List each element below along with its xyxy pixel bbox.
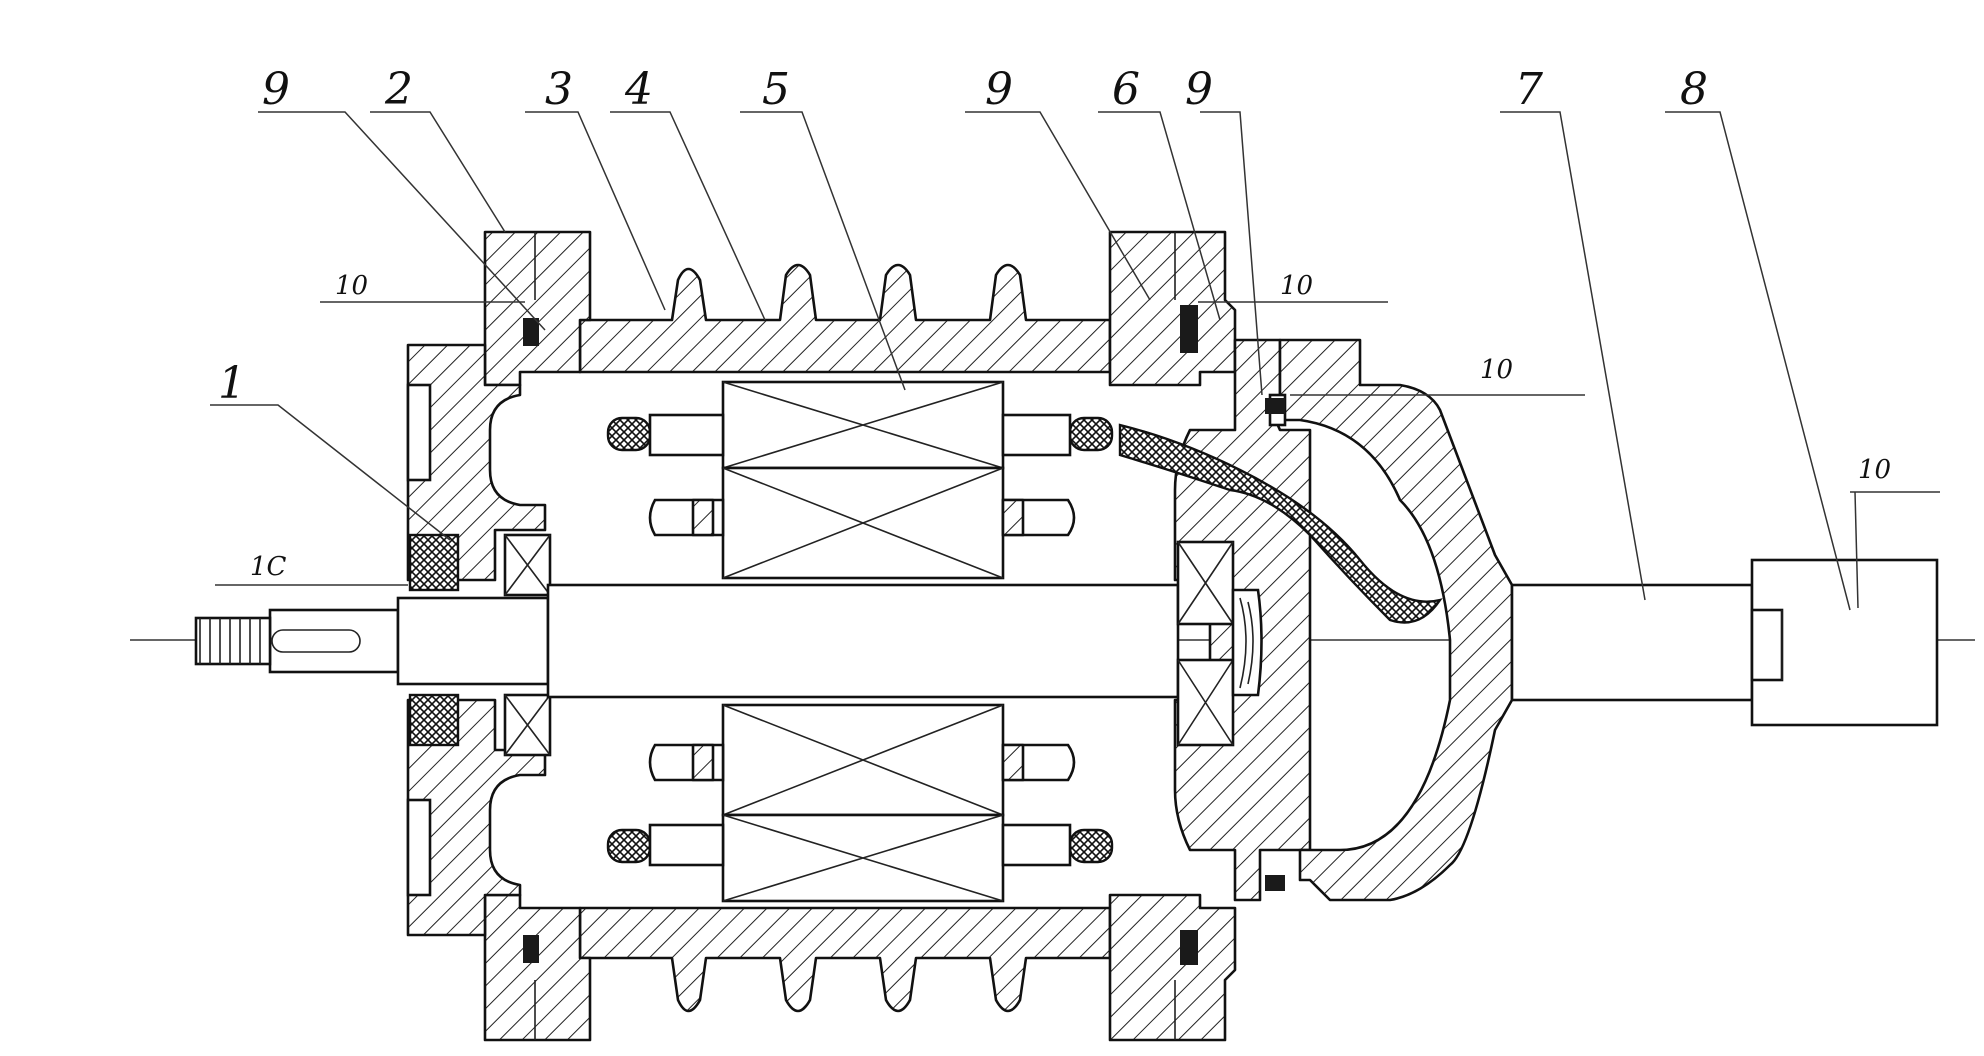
label-10-reducer: 10 [1480, 355, 1513, 385]
label-7: 7 [1515, 64, 1543, 115]
right-bearing [1176, 540, 1263, 747]
stator-top [721, 380, 1005, 580]
o-ring-right-bottom [1180, 930, 1198, 965]
label-9-middle: 9 [985, 64, 1013, 115]
flexible-cable [1118, 423, 1443, 624]
label-10-coupling: 10 [1858, 455, 1891, 485]
shaft [194, 583, 1180, 699]
label-10-top-right: 10 [1280, 271, 1313, 301]
stator-bottom [721, 703, 1005, 903]
housing [578, 263, 1112, 1013]
left-seal-top [408, 533, 460, 592]
o-ring-left-top [523, 318, 539, 346]
label-6: 6 [1112, 64, 1140, 115]
left-bearing [503, 533, 552, 757]
end-windings [606, 413, 1114, 867]
left-end-cap [406, 343, 547, 937]
o-ring-right-top [1180, 305, 1198, 353]
left-seal-bottom [408, 693, 460, 747]
label-1: 1 [218, 358, 246, 409]
label-9-left: 9 [262, 64, 290, 115]
right-flange [1108, 230, 1237, 1042]
label-8: 8 [1680, 64, 1708, 115]
label-5: 5 [762, 64, 790, 115]
leader-lines [210, 111, 1940, 611]
output-shaft [1510, 558, 1939, 727]
reducer-housing [1265, 338, 1514, 902]
part-labels: 9 2 3 4 5 9 6 9 7 8 1 10 10 10 10 1C [218, 64, 1891, 582]
label-9-right: 9 [1185, 64, 1213, 115]
left-flange [483, 230, 592, 1042]
label-4: 4 [624, 64, 653, 115]
label-2: 2 [384, 64, 413, 115]
label-3: 3 [545, 64, 573, 115]
o-ring-left-bottom [523, 935, 539, 963]
label-10-shaft-seal: 1C [250, 552, 287, 582]
label-10-top-left: 10 [335, 271, 368, 301]
